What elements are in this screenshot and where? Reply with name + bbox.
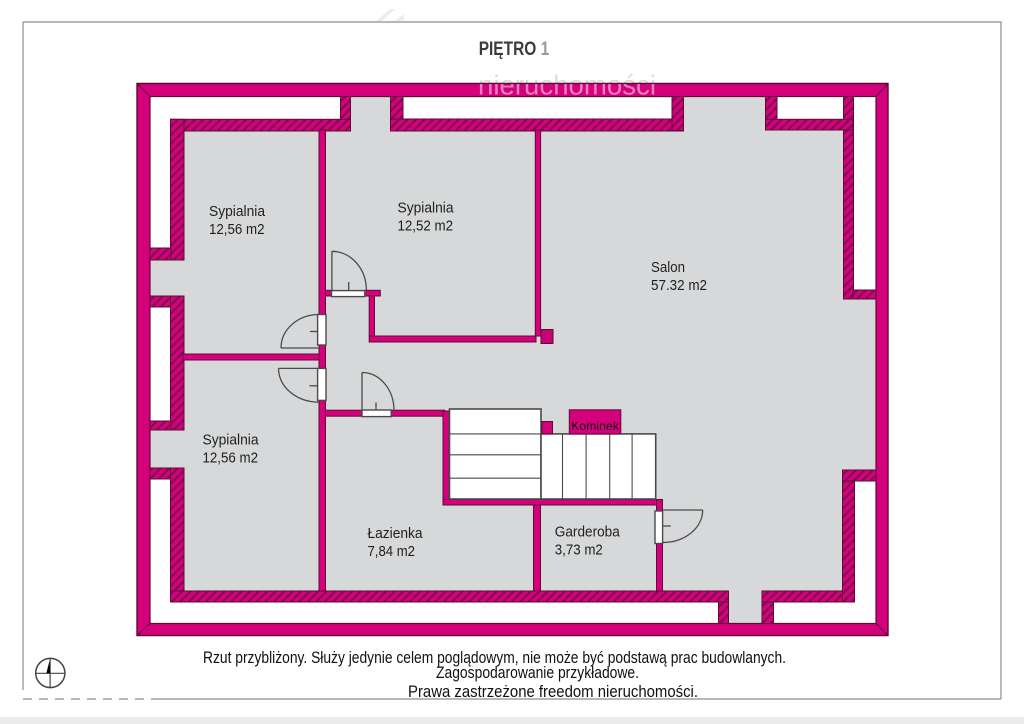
svg-text:Garderoba: Garderoba xyxy=(555,524,620,541)
svg-text:Prawa zastrzeżone freedom nier: Prawa zastrzeżone freedom nieruchomości. xyxy=(408,682,698,701)
svg-text:Zagospodarowanie przykładowe.: Zagospodarowanie przykładowe. xyxy=(436,663,639,682)
svg-text:Salon: Salon xyxy=(651,259,685,276)
svg-text:3,73 m2: 3,73 m2 xyxy=(555,542,603,559)
svg-text:57.32 m2: 57.32 m2 xyxy=(651,277,707,294)
svg-text:Sypialnia: Sypialnia xyxy=(398,200,454,217)
svg-text:PIĘTRO 1: PIĘTRO 1 xyxy=(479,38,550,60)
svg-text:12,56 m2: 12,56 m2 xyxy=(209,221,265,238)
svg-text:12,52 m2: 12,52 m2 xyxy=(398,218,454,235)
svg-text:nieruchomości: nieruchomości xyxy=(478,70,656,101)
svg-text:Kominek: Kominek xyxy=(571,419,620,433)
svg-text:Rzut przybliżony. Służy jedyni: Rzut przybliżony. Służy jedynie celem po… xyxy=(203,648,786,667)
svg-text:Sypialnia: Sypialnia xyxy=(209,203,265,220)
svg-text:12,56 m2: 12,56 m2 xyxy=(203,450,259,467)
svg-text:Łazienka: Łazienka xyxy=(368,525,423,542)
svg-text:7,84 m2: 7,84 m2 xyxy=(368,543,416,560)
svg-text:Sypialnia: Sypialnia xyxy=(203,432,259,449)
